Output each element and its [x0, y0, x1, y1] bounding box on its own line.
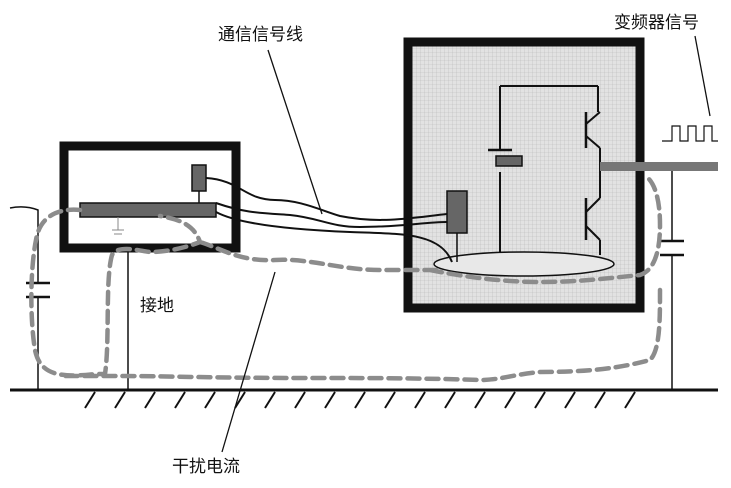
connector-chip: [191, 164, 207, 192]
right-stray-capacitor: [660, 171, 684, 390]
capacitor-icon: [660, 239, 684, 257]
comm-line-label: 通信信号线: [218, 25, 303, 45]
output-bus: [600, 162, 718, 171]
circuit-board: [79, 202, 217, 218]
ground-label: 接地: [140, 296, 174, 316]
bus-capacitor-icon: [488, 148, 523, 167]
interference-current-loop: [29, 175, 663, 383]
ground-hatch-icon: [84, 391, 636, 409]
inverter-signal-leader: [694, 35, 711, 117]
inverter-signal-label: 变频器信号: [614, 13, 699, 33]
comm-line-leader: [267, 49, 323, 215]
controller-box: [59, 141, 241, 253]
ground-plate: [433, 251, 615, 277]
board-ground-symbol: [112, 217, 124, 235]
inverter-cabinet: [403, 37, 645, 313]
interference-current-label: 干扰电流: [172, 457, 240, 477]
transistor-icon: [584, 111, 601, 198]
ground-plane: [10, 388, 718, 409]
transistor-icon: [584, 197, 601, 255]
interference-leader: [221, 271, 276, 453]
comm-cable: [205, 177, 453, 263]
comm-connector: [446, 190, 468, 234]
pwm-waveform-icon: [662, 125, 718, 142]
